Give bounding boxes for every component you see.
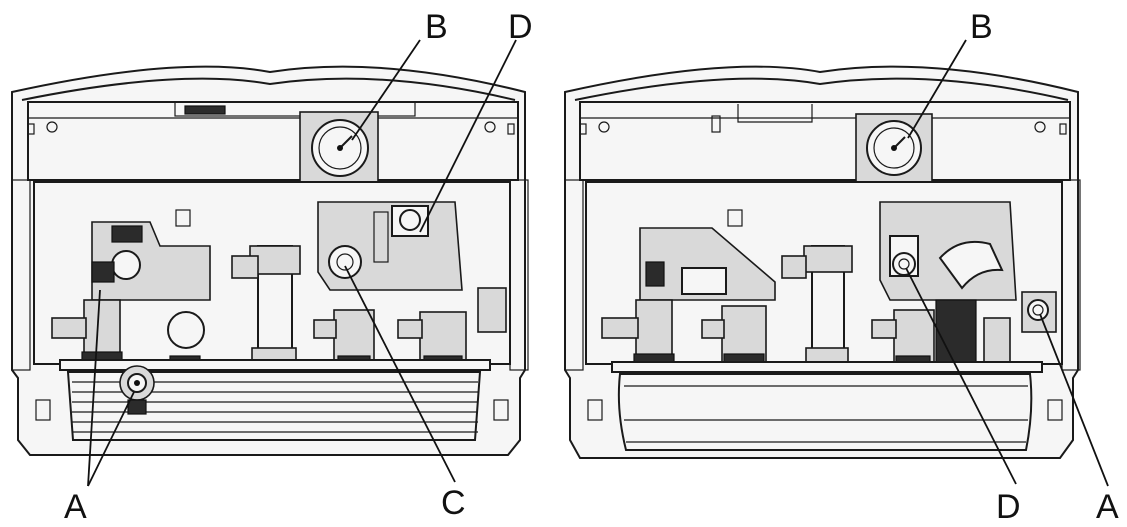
right-side-valve xyxy=(1021,291,1057,333)
right-bottom-tray xyxy=(617,373,1033,451)
right-upper-panel xyxy=(579,101,1071,181)
left-boiler: B D C A xyxy=(11,8,533,526)
right-label-b: B xyxy=(970,8,993,46)
left-upper-panel xyxy=(27,101,519,181)
right-lid xyxy=(574,77,1069,101)
left-label-d: D xyxy=(508,8,533,46)
left-leader-a1 xyxy=(87,289,101,487)
left-pump-cog xyxy=(119,365,155,415)
left-leader-b xyxy=(351,39,421,141)
left-lid xyxy=(21,77,516,101)
right-label-a: A xyxy=(1096,488,1119,522)
left-label-a: A xyxy=(64,488,87,522)
right-label-d: D xyxy=(996,488,1021,522)
left-leader-a2 xyxy=(87,391,135,487)
right-leader-a xyxy=(1039,313,1109,487)
right-leader-b xyxy=(907,39,967,139)
left-label-c: C xyxy=(441,484,466,522)
left-label-b: B xyxy=(425,8,448,46)
right-boiler: B D A xyxy=(564,8,1119,526)
left-leader-d xyxy=(419,39,517,233)
left-pressure-gauge xyxy=(299,111,379,183)
right-leader-d xyxy=(905,267,1017,485)
right-pressure-gauge xyxy=(855,113,933,183)
left-leader-c xyxy=(344,265,456,483)
